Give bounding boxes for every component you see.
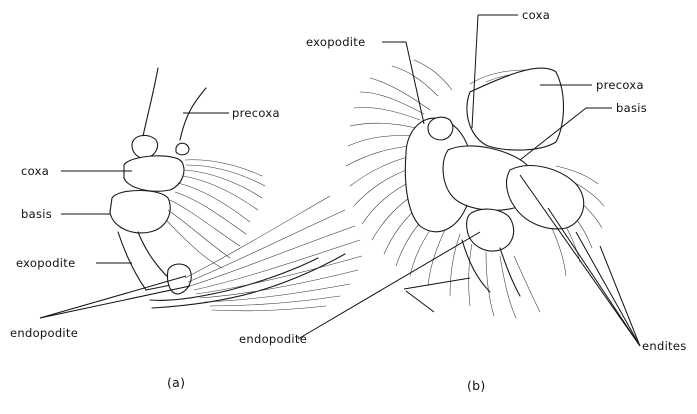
panel-a: precoxa coxa basis exopodite endopodite …	[10, 68, 362, 390]
panel-b-limb-drawing	[405, 68, 583, 296]
label-a-coxa: coxa	[21, 164, 49, 178]
label-b-coxa: coxa	[522, 8, 550, 22]
label-b-precoxa: precoxa	[596, 78, 644, 92]
label-a-precoxa: precoxa	[232, 106, 280, 120]
caption-a: (a)	[167, 375, 185, 390]
label-b-endites: endites	[642, 339, 687, 353]
label-b-endopodite: endopodite	[239, 332, 307, 346]
label-b-basis: basis	[616, 101, 647, 115]
label-a-endopodite: endopodite	[10, 326, 78, 340]
label-b-exopodite: exopodite	[306, 35, 365, 49]
label-a-exopodite: exopodite	[16, 256, 75, 270]
panel-a-setae	[166, 160, 362, 311]
panel-a-limb-drawing	[110, 68, 345, 308]
caption-b: (b)	[467, 378, 486, 393]
label-a-basis: basis	[21, 207, 52, 221]
panel-b: exopodite coxa precoxa basis endopodite …	[239, 8, 687, 393]
